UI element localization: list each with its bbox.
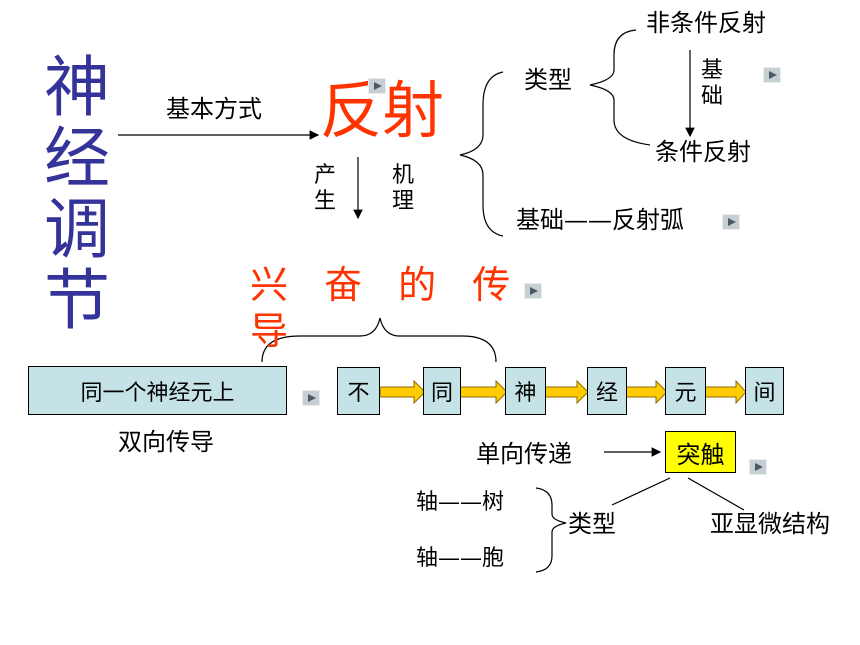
chain-box: 元 (665, 367, 706, 415)
chain-char: 经 (595, 381, 618, 406)
basic-mode-label: 基本方式 (166, 95, 262, 123)
synapse-box: 突触 (665, 431, 736, 473)
chain-box: 神 (505, 367, 546, 415)
chain-arrow (459, 379, 508, 405)
chain-box: 间 (745, 367, 784, 415)
types-label: 类型 (524, 66, 572, 94)
chain-arrows (379, 379, 747, 405)
chain-char: 不 (347, 381, 370, 406)
synapse-types-brace (535, 487, 567, 573)
play-icon[interactable] (368, 78, 386, 94)
chain-char: 同 (430, 381, 453, 406)
chain-arrow (379, 379, 426, 405)
mechanism-label: 机 理 (391, 163, 415, 215)
mechanism-char: 机 (391, 163, 414, 188)
conditioned-reflex: 条件反射 (655, 138, 751, 166)
title-char: 神 (44, 49, 110, 126)
bidirectional-label: 双向传导 (118, 428, 214, 456)
one-way-label: 单向传递 (476, 440, 572, 468)
play-icon[interactable] (302, 390, 320, 406)
basis-char: 基 (700, 58, 723, 83)
ultrastructure-label: 亚显微结构 (710, 510, 830, 538)
produce-label: 产 生 (313, 163, 337, 215)
same-neuron-label: 同一个神经元上 (80, 380, 235, 406)
play-icon[interactable] (524, 283, 542, 299)
produce-char: 产 (313, 163, 336, 188)
types-branch-line (611, 477, 671, 506)
reflex-brace (459, 71, 504, 237)
axo-dendritic-label: 轴——树 (416, 490, 505, 515)
reflex-arc-label: 基础——反射弧 (516, 206, 684, 234)
unconditioned-reflex: 非条件反射 (646, 9, 766, 37)
excitation-brace (261, 317, 497, 363)
title-char: 节 (44, 262, 110, 339)
play-icon[interactable] (722, 214, 740, 230)
produce-char: 生 (313, 189, 336, 214)
synapse-types-label: 类型 (568, 510, 616, 538)
ultrastructure-branch-line (687, 477, 745, 511)
title-neural-regulation: 神 经 调 节 (44, 52, 124, 336)
excitation-conduction-heading: 兴 奋 的 传 导 (250, 263, 523, 353)
chain-char: 神 (514, 381, 537, 406)
chain-char: 间 (753, 381, 776, 406)
play-icon[interactable] (763, 67, 781, 83)
chain-box: 同 (423, 367, 461, 415)
basis-char: 础 (700, 84, 723, 109)
synapse-label: 突触 (676, 440, 725, 469)
basis-label: 基 础 (700, 58, 724, 110)
chain-box: 不 (337, 367, 380, 415)
title-char: 调 (44, 191, 110, 268)
types-brace (589, 29, 651, 146)
same-neuron-box: 同一个神经元上 (28, 366, 287, 415)
title-char: 经 (44, 120, 110, 197)
play-icon[interactable] (749, 459, 767, 475)
chain-arrow (544, 379, 589, 405)
chain-arrow (704, 379, 747, 405)
chain-char: 元 (674, 381, 697, 406)
axo-somatic-label: 轴——胞 (416, 546, 505, 571)
chain-box: 经 (587, 367, 627, 415)
chain-arrow (625, 379, 668, 405)
mechanism-char: 理 (391, 189, 414, 214)
